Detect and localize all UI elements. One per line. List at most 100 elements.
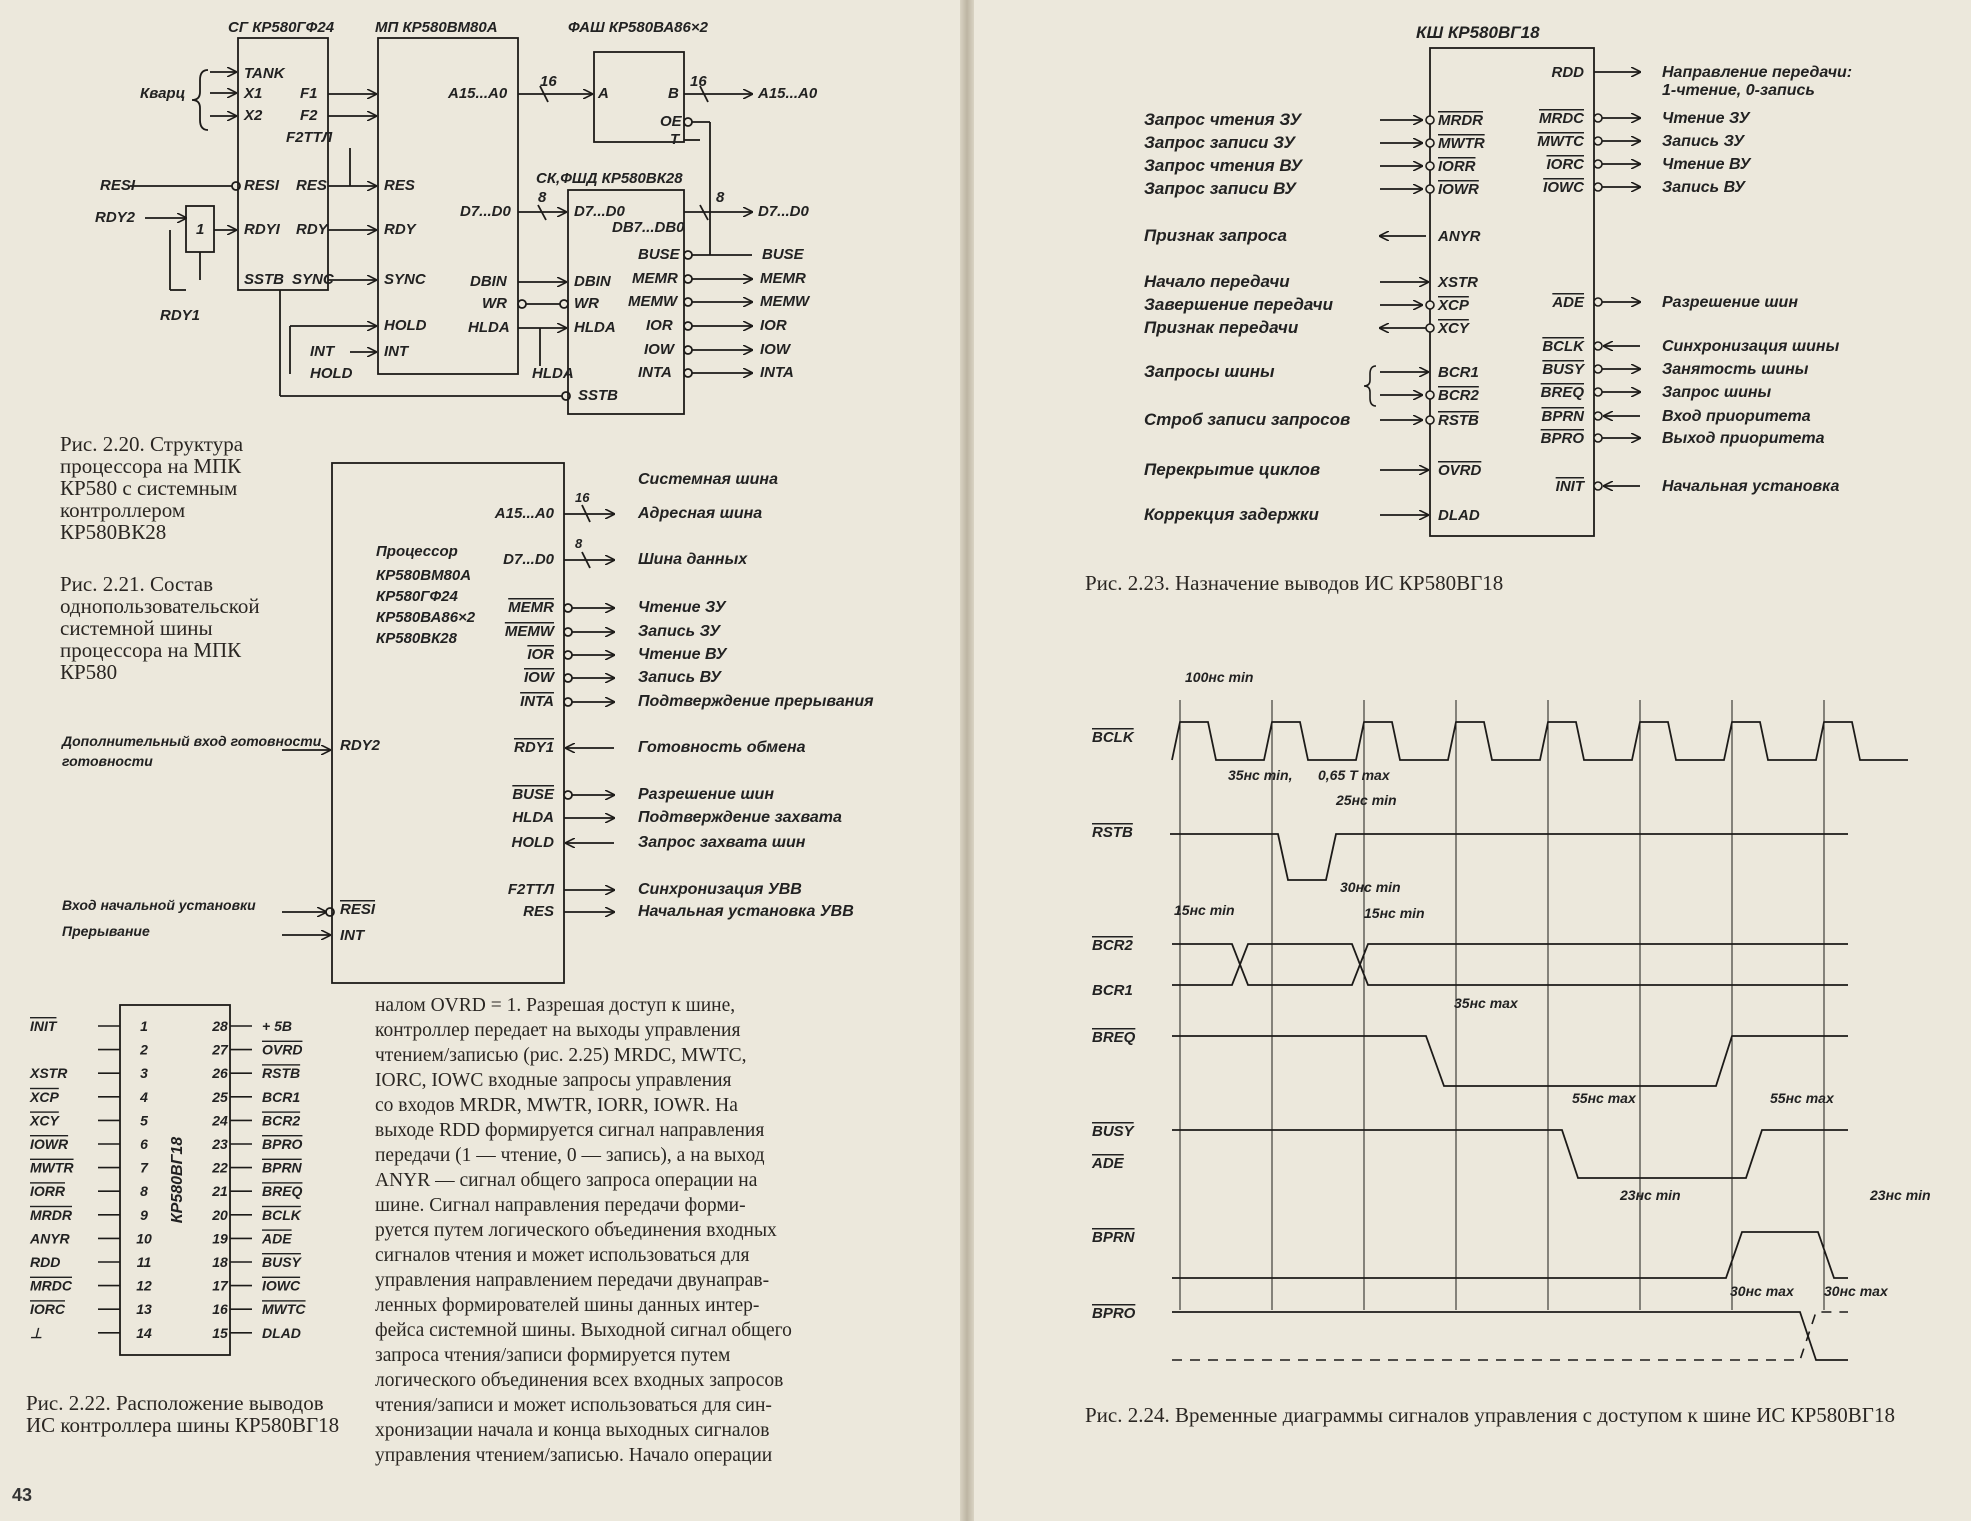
- body-text-line: фейса системной шины. Выходной сигнал об…: [375, 1320, 792, 1341]
- body-text-line: ANYR — сигнал общего запроса операции на: [375, 1170, 758, 1191]
- timing-annotation-0: 100нс min: [1185, 669, 1253, 685]
- timing-annotation-1: 35нс min,: [1228, 767, 1292, 783]
- pin-num-right: 28: [211, 1018, 228, 1034]
- mp-title: МП КР580ВМ80А: [375, 19, 498, 36]
- body-text-line: сигналов чтения и может использоваться д…: [375, 1245, 750, 1266]
- caption-fig-2-24: Рис. 2.24. Временные диаграммы сигналов …: [1085, 1403, 1895, 1427]
- label-sk-memw: MEMW: [628, 293, 679, 310]
- signal-label-bclk: BCLK: [1092, 729, 1135, 746]
- label-x1: X1: [243, 85, 262, 102]
- ksh-pin-right-5: IOWC: [1543, 179, 1585, 196]
- ksh-pin-left-1: MWTR: [1438, 135, 1485, 152]
- pin-num-left: 2: [139, 1042, 148, 1058]
- inversion-circle: [1593, 182, 1603, 192]
- label-sk-inta: INTA: [638, 364, 672, 381]
- ksh-pin-left-9: BCR2: [1438, 387, 1479, 404]
- inversion-circle: [1593, 113, 1603, 123]
- label-sk-hlda: HLDA: [574, 319, 616, 336]
- input-pin-0: RDY2: [340, 737, 381, 754]
- timing-annotation-7: 35нс max: [1454, 995, 1519, 1011]
- ksh-block: [1429, 47, 1595, 537]
- sk-title: СК,ФШД КР580ВК28: [536, 170, 683, 187]
- fig-2-21-bus: [282, 462, 614, 984]
- body-text-line: управления чтением/записью. Начало опера…: [375, 1445, 773, 1466]
- pin-num-left: 7: [140, 1160, 149, 1176]
- ksh-desc-left-7: Признак передачи: [1144, 318, 1299, 337]
- body-text-line: запроса чтения/записи формируется путем: [375, 1345, 731, 1366]
- input-pin-1: RESI: [340, 901, 376, 918]
- label-sk-buse: BUSE: [638, 246, 681, 263]
- pin-num-left: 5: [140, 1112, 148, 1128]
- bus-pin-9: BUSE: [512, 786, 555, 803]
- pin-sig-left: IOWR: [30, 1136, 69, 1152]
- bus-desc-7: Подтверждение прерывания: [638, 693, 874, 710]
- label-rdy1: RDY1: [160, 307, 200, 324]
- pin-num-right: 20: [211, 1207, 228, 1223]
- signal-bpro-dashed: [1172, 1311, 1848, 1361]
- ksh-pin-left-12: DLAD: [1438, 507, 1480, 524]
- bus-desc-5: Чтение ВУ: [638, 646, 728, 663]
- fig-2-20-structure: [130, 37, 752, 415]
- label-f2ttl: F2ТТЛ: [286, 129, 333, 146]
- bus-request-brace: [1363, 365, 1377, 407]
- ksh-desc-right-0: Направление передачи:: [1662, 64, 1852, 81]
- input-pin-2: INT: [340, 927, 366, 944]
- pin-num-left: 10: [136, 1230, 152, 1246]
- label-rdy2: RDY2: [95, 209, 136, 226]
- timing-annotation-4: 30нс min: [1340, 879, 1401, 895]
- book-gutter: [960, 0, 974, 1521]
- bus-pin-13: RES: [523, 903, 554, 920]
- label-db7db0: DB7...DB0: [612, 219, 685, 236]
- crystal-brace: [191, 69, 209, 131]
- pin-num-left: 11: [137, 1254, 152, 1270]
- body-text: налом OVRD = 1. Разрешая доступ к шине,к…: [375, 993, 905, 1468]
- label-out-buse: BUSE: [762, 246, 805, 263]
- label-out-a15a0: A15...A0: [757, 85, 818, 102]
- signal-bcr2: [1172, 943, 1848, 986]
- ksh-pin-left-0: MRDR: [1438, 112, 1483, 129]
- bus-desc-13: Начальная установка УВВ: [638, 903, 854, 920]
- label-f1: F1: [300, 85, 318, 102]
- ksh-pin-right-0: RDD: [1552, 64, 1585, 81]
- label-x2: X2: [243, 107, 263, 124]
- pin-num-right: 27: [211, 1042, 229, 1058]
- signal-breq: [1172, 1035, 1848, 1087]
- label-out-ior: IOR: [760, 317, 787, 334]
- inversion-circle: [1425, 390, 1435, 400]
- ksh-desc-right-9: Запрос шины: [1662, 384, 1772, 401]
- pin-sig-left: IORR: [30, 1183, 66, 1199]
- signal-label-breq: BREQ: [1092, 1029, 1136, 1046]
- timing-annotation-10: 23нс min: [1619, 1187, 1681, 1203]
- pin-sig-left: MRDR: [30, 1207, 73, 1223]
- label-mp-d7d0: D7...D0: [460, 203, 512, 220]
- ksh-desc-right-4: Чтение ВУ: [1662, 156, 1752, 173]
- inversion-circle: [1425, 415, 1435, 425]
- ksh-desc-left-11: Перекрытие циклов: [1144, 460, 1320, 479]
- pin-sig-left: RDD: [30, 1254, 60, 1270]
- fig-2-21-labels: ПроцессорКР580ВМ80АКР580ГФ24КР580ВА86×2К…: [61, 471, 874, 944]
- label-sk-d7d0: D7...D0: [574, 203, 626, 220]
- label-kvarc: Кварц: [140, 85, 185, 102]
- inversion-circle: [1593, 159, 1603, 169]
- input-desc-1: Вход начальной установки: [62, 897, 256, 913]
- ksh-desc-right-2: Чтение ЗУ: [1662, 110, 1751, 127]
- ksh-desc-left-12: Коррекция задержки: [1144, 505, 1320, 524]
- pin-sig-right: BREQ: [262, 1183, 303, 1199]
- body-text-line: руется путем логического объединения вхо…: [375, 1220, 777, 1241]
- inversion-circle: [1593, 297, 1603, 307]
- label-a: A: [597, 85, 609, 102]
- inversion-circle: [1425, 323, 1435, 333]
- pin-sig-left: ANYR: [29, 1230, 71, 1246]
- timing-annotation-12: 30нс max: [1730, 1283, 1795, 1299]
- ksh-desc-left-6: Завершение передачи: [1144, 295, 1334, 314]
- caption-fig-2-23: Рис. 2.23. Назначение выводов ИС КР580ВГ…: [1085, 571, 1504, 595]
- inversion-circle: [1593, 433, 1603, 443]
- ksh-desc-left-0: Запрос чтения ЗУ: [1144, 110, 1303, 129]
- pin-num-right: 24: [211, 1112, 228, 1128]
- label-out-iow: IOW: [760, 341, 792, 358]
- ksh-desc-left-4: Признак запроса: [1144, 226, 1287, 245]
- signal-label-bpro: BPRO: [1092, 1305, 1136, 1322]
